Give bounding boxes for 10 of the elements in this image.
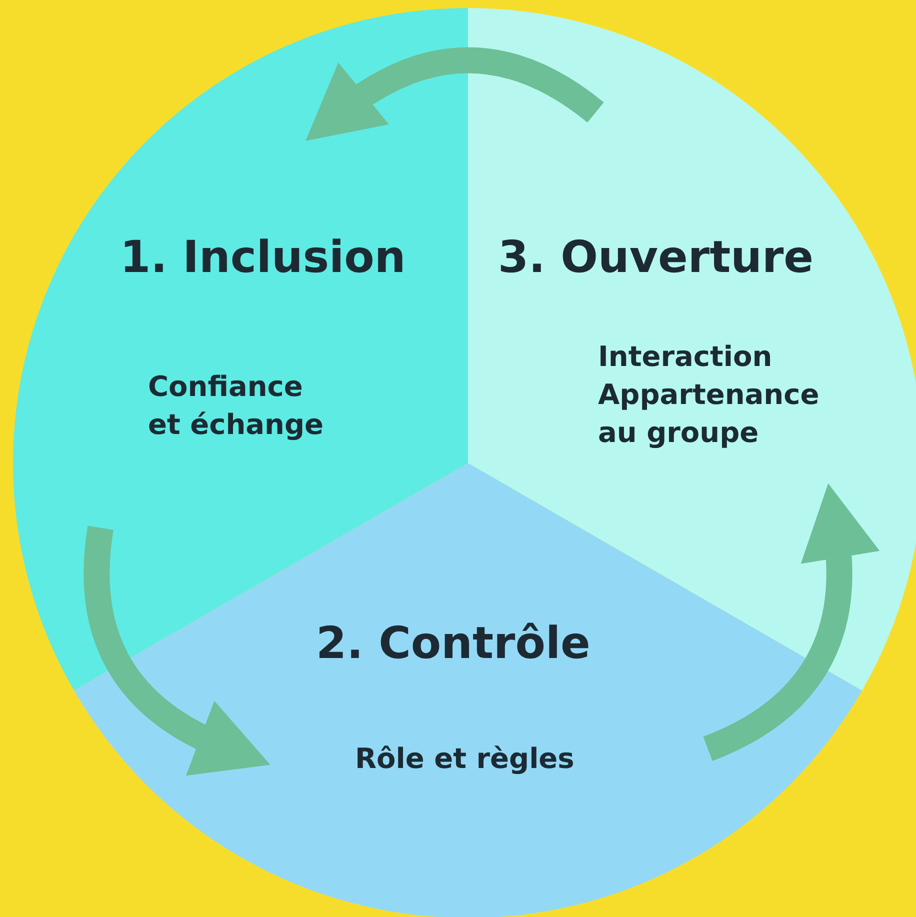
sector-description: Interaction Appartenance au groupe xyxy=(598,339,820,451)
curved-arrow xyxy=(702,483,879,761)
curved-arrow xyxy=(304,47,604,140)
sector-description: Rôle et règles xyxy=(354,741,576,777)
curved-arrow xyxy=(84,526,270,774)
pie-sector xyxy=(74,463,862,917)
sector-heading: 1. Inclusion xyxy=(120,232,406,283)
sector-description: Confiance et échange xyxy=(148,369,325,443)
sector-heading: 3. Ouverture xyxy=(498,232,814,283)
sector-heading: 2. Contrôle xyxy=(316,618,590,669)
